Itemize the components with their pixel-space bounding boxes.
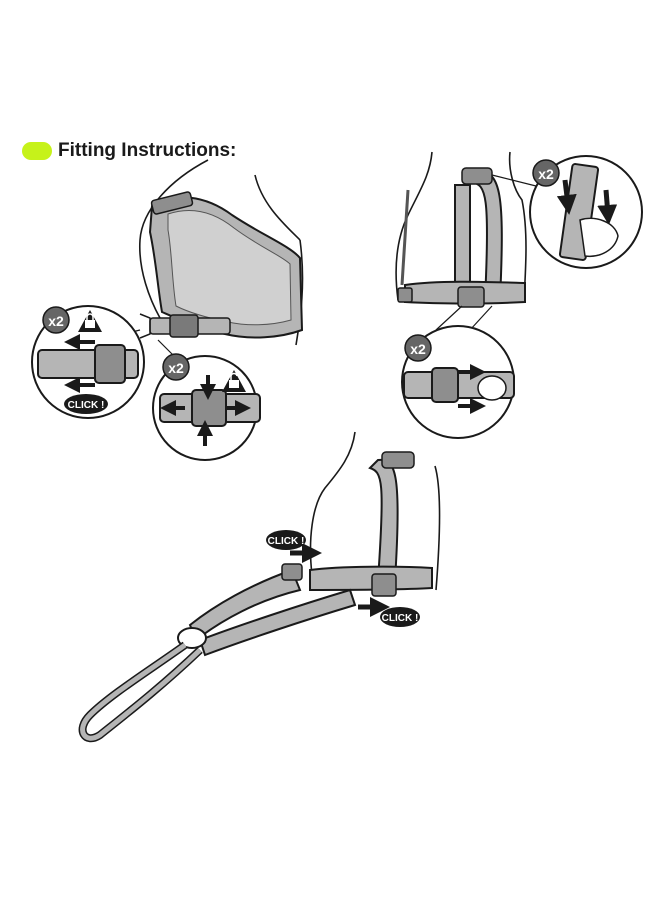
click-callout-step3-left: CLICK ! bbox=[268, 536, 305, 547]
step-1-magnifier-right bbox=[152, 339, 261, 461]
step-1-magnifier-left bbox=[31, 305, 145, 419]
badge-step1-right: x2 bbox=[168, 360, 184, 376]
step-2-magnifier-top bbox=[491, 155, 643, 269]
step-2-back-figure bbox=[395, 151, 527, 308]
step-2-magnifier-bottom bbox=[401, 305, 515, 439]
step-3-leash-figure bbox=[78, 431, 441, 743]
lock-icon bbox=[78, 310, 102, 332]
unlock-icon bbox=[222, 370, 246, 392]
badge-step2-top: x2 bbox=[538, 166, 554, 182]
heading-text: Fitting Instructions: bbox=[58, 140, 237, 161]
badge-step1-left: x2 bbox=[48, 313, 64, 329]
step-1-vest-figure bbox=[139, 159, 304, 346]
click-callout-step3-right: CLICK ! bbox=[382, 613, 419, 624]
hand-icon bbox=[579, 217, 619, 258]
click-callout-step1: CLICK ! bbox=[68, 400, 105, 411]
badge-step2-bottom: x2 bbox=[410, 341, 426, 357]
accent-pill-icon bbox=[22, 142, 52, 160]
fitting-instructions-heading: Fitting Instructions: bbox=[22, 140, 236, 162]
